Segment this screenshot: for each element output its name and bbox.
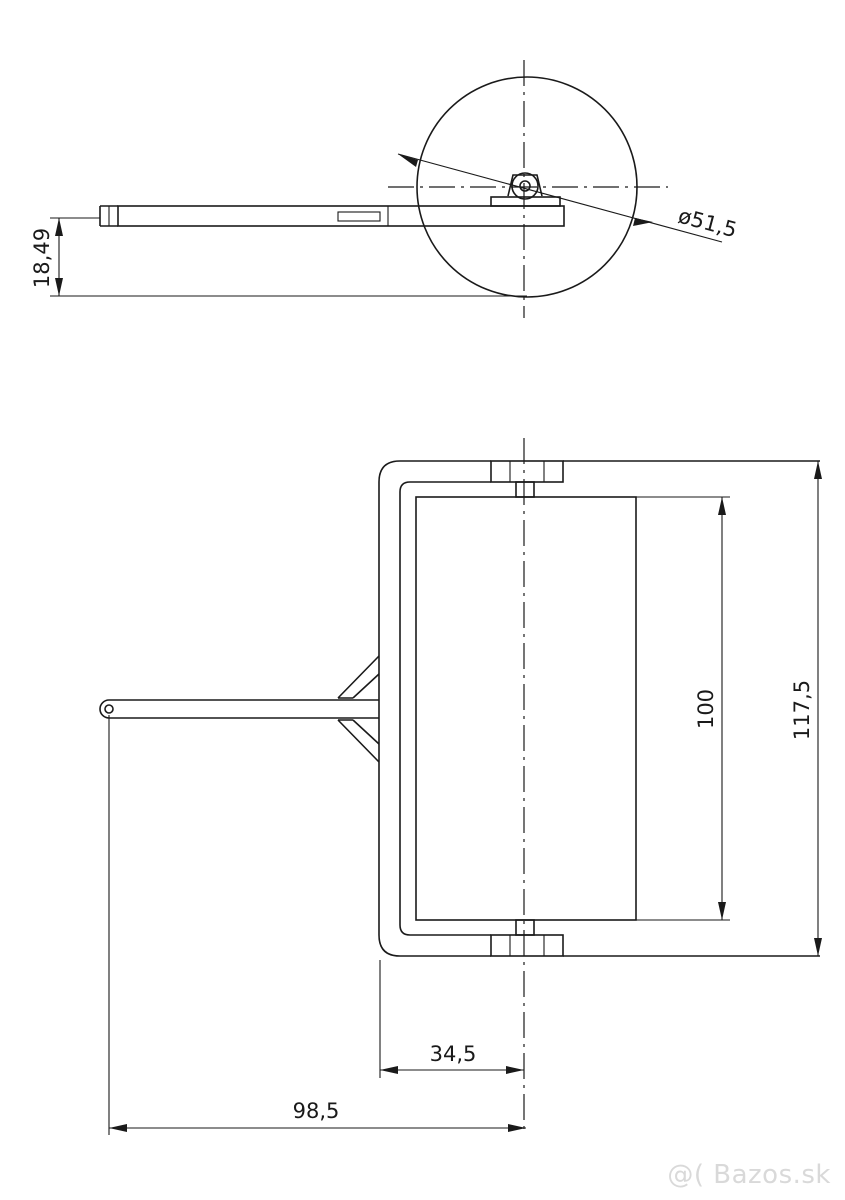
diameter-label: ø51,5 bbox=[676, 204, 740, 243]
hub-bracket bbox=[507, 174, 543, 197]
roller bbox=[415, 496, 637, 921]
dim1175-arrow-top bbox=[814, 461, 822, 479]
height-arrow-bottom bbox=[55, 278, 63, 296]
brace-bottom bbox=[337, 719, 380, 763]
brace-top bbox=[337, 655, 380, 699]
dim345-arrow-left bbox=[380, 1066, 398, 1074]
diameter-arrow-right bbox=[633, 218, 653, 226]
frame-slot bbox=[337, 211, 381, 222]
handle-to-axle-label: 98,5 bbox=[293, 1099, 340, 1123]
dim1175-arrow-bottom bbox=[814, 938, 822, 956]
hub-inner bbox=[519, 180, 531, 192]
dim100-arrow-bottom bbox=[718, 902, 726, 920]
height-label: 18,49 bbox=[30, 228, 54, 288]
frame-inner bbox=[399, 481, 491, 936]
bearing-top bbox=[490, 460, 564, 483]
frame-to-axle-label: 34,5 bbox=[430, 1042, 477, 1066]
watermark: @( Bazos.sk bbox=[667, 1160, 831, 1190]
side-view: ø51,5 18,49 bbox=[30, 60, 739, 318]
diameter-arrow-left bbox=[398, 154, 418, 167]
diameter-leader bbox=[397, 153, 723, 243]
hub-outer bbox=[511, 172, 539, 200]
dim985-arrow-right bbox=[508, 1124, 526, 1132]
handle-hole bbox=[104, 704, 114, 714]
bearing-bottom bbox=[490, 934, 564, 957]
roller-width-label: 100 bbox=[694, 689, 718, 729]
dim345-arrow-right bbox=[506, 1066, 524, 1074]
height-arrow-top bbox=[55, 218, 63, 236]
axle-bottom bbox=[515, 919, 535, 936]
dim985-arrow-left bbox=[109, 1124, 127, 1132]
top-view: 100 117,5 34,5 98,5 bbox=[99, 438, 822, 1135]
handle-bar bbox=[99, 699, 379, 719]
frame-bar bbox=[117, 205, 565, 227]
overall-width-label: 117,5 bbox=[790, 680, 814, 740]
axle-top bbox=[515, 481, 535, 498]
frame-outer bbox=[378, 460, 491, 957]
dim100-arrow-top bbox=[718, 497, 726, 515]
